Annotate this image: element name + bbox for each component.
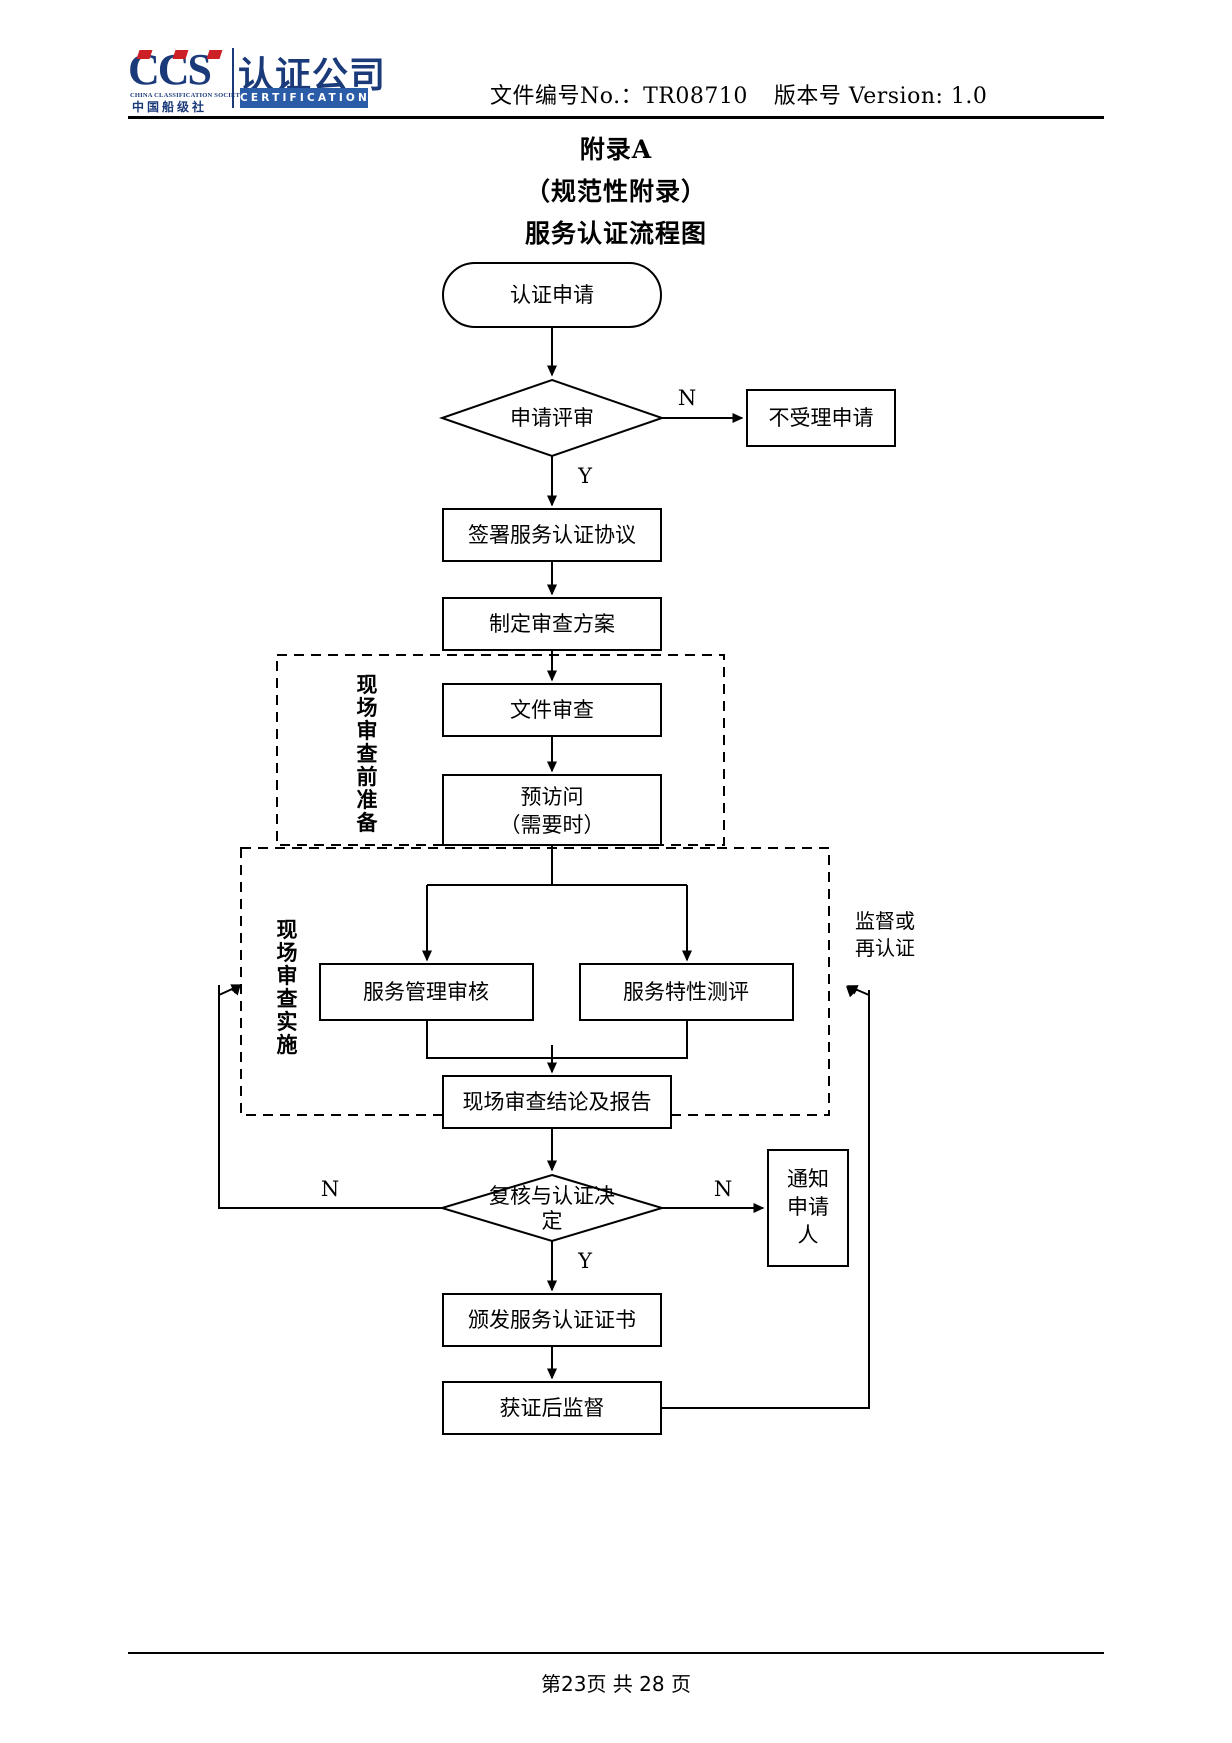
node-notify-label-1: 通知 — [787, 1167, 829, 1191]
edge-decision-n-loopback-arrow — [230, 983, 241, 996]
page-title-name: 服务认证流程图 — [524, 219, 707, 248]
node-post-supervision-label: 获证后监督 — [500, 1396, 605, 1420]
edge-previsit-fork — [426, 845, 688, 950]
doc-no-label: 文件编号No.： — [490, 84, 644, 109]
logo-company-en: CERTIFICATION — [240, 92, 371, 104]
edge-parallel-join — [426, 1020, 688, 1062]
node-onsite-report-label: 现场审查结论及报告 — [463, 1090, 652, 1114]
doc-no-value: TR08710 — [643, 84, 748, 109]
node-post-supervision — [442, 1381, 662, 1435]
node-reject-label: 不受理申请 — [769, 406, 874, 430]
node-onsite-report — [442, 1075, 672, 1129]
node-notify-label-2: 申请 — [787, 1195, 829, 1219]
node-issue-cert-label: 颁发服务认证证书 — [468, 1308, 636, 1332]
header-rule — [128, 116, 1104, 119]
logo-certification-bar: CERTIFICATION — [240, 88, 368, 108]
footer-rule — [128, 1652, 1104, 1654]
ccs-logo: CCS CHINA CLASSIFICATION SOCIETY 中国船级社 认… — [128, 48, 385, 115]
node-service-char-eval-label: 服务特性测评 — [623, 980, 749, 1004]
node-apply-review-label: 申请评审 — [510, 406, 594, 430]
page-footer: 第23页 共 28 页 — [541, 1672, 691, 1696]
group-box-pre-onsite — [276, 654, 725, 846]
node-make-plan-label: 制定审查方案 — [489, 612, 615, 636]
page-title-kind: （规范性附录） — [524, 177, 707, 206]
service-certification-flowchart: 认证申请 申请评审 N 不受理申请 Y 签署服务认证协议 制定审查方案 现场审查… — [0, 250, 1232, 1655]
node-previsit-label-2: （需要时） — [500, 813, 605, 837]
edge-label-decision-n-right: N — [714, 1177, 732, 1201]
edge-label-decision-n-left: N — [321, 1177, 339, 1201]
node-service-mgmt-audit — [319, 963, 534, 1021]
node-apply-label: 认证申请 — [510, 283, 594, 307]
edge-supervision-loop — [661, 990, 870, 1409]
edge-loopback-arrow-left — [218, 984, 243, 996]
node-service-mgmt-audit-label: 服务管理审核 — [363, 980, 489, 1004]
edge-label-resupervise-2: 再认证 — [855, 936, 915, 960]
edge-label-resupervise-1: 监督或 — [855, 909, 915, 933]
node-notify-applicant — [767, 1149, 849, 1267]
node-sign-agreement — [442, 508, 662, 562]
edge-supervision-arrow-left — [846, 985, 870, 996]
node-doc-review-label: 文件审查 — [510, 698, 594, 722]
logo-ccs-mark: CCS — [128, 48, 223, 92]
node-doc-review — [442, 683, 662, 737]
node-previsit — [442, 774, 662, 846]
version-label: 版本号 Version: — [773, 84, 944, 109]
version-value: 1.0 — [950, 84, 988, 109]
edge-label-reject-n: N — [678, 386, 696, 410]
node-decision-label-1: 复核与认证决 — [489, 1184, 615, 1208]
group-label-pre-onsite: 现场审查前准备 — [356, 673, 379, 835]
logo-subtitle-en: CHINA CLASSIFICATION SOCIETY — [130, 92, 245, 99]
group-label-onsite: 现场审查实施 — [277, 918, 298, 1057]
page-header: CCS CHINA CLASSIFICATION SOCIETY 中国船级社 认… — [0, 0, 1232, 120]
node-sign-agreement-label: 签署服务认证协议 — [468, 523, 636, 547]
logo-divider — [232, 48, 234, 108]
edge-label-decision-y: Y — [577, 1249, 593, 1273]
edge-label-accept-y: Y — [577, 464, 593, 488]
edge-decision-n-loopback — [218, 985, 442, 1209]
node-reject — [746, 389, 896, 447]
logo-subtitle-cn: 中国船级社 — [132, 100, 208, 114]
document-info: 文件编号No.：TR08710 版本号 Version: 1.0 — [490, 78, 987, 110]
page-title-appendix: 附录A — [579, 135, 653, 164]
node-notify-label-3: 人 — [798, 1223, 819, 1247]
node-previsit-label-1: 预访问 — [521, 785, 584, 809]
node-decision-label-2: 定 — [542, 1209, 563, 1233]
node-service-char-eval — [579, 963, 794, 1021]
